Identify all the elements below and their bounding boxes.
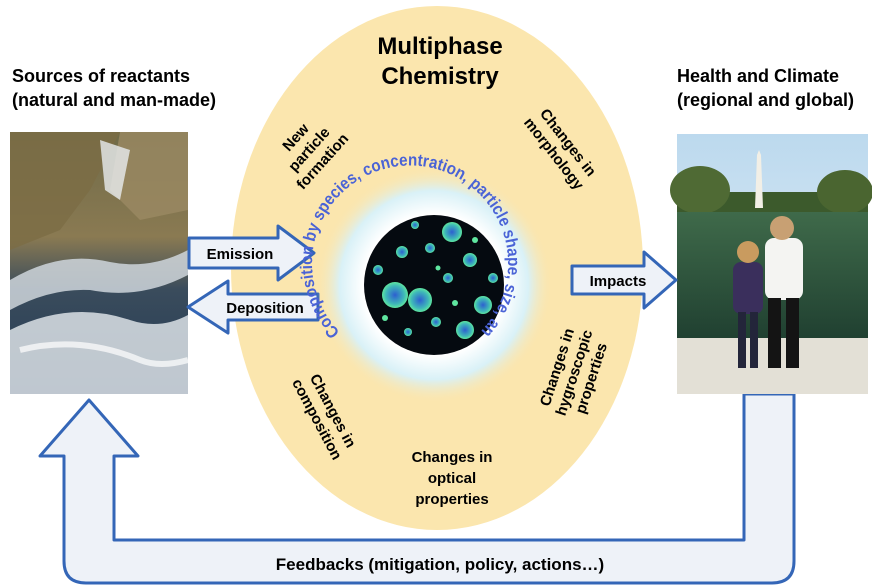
left-heading-line2: (natural and man-made): [12, 90, 216, 110]
deposition-label: Deposition: [226, 300, 304, 317]
emission-label: Emission: [207, 246, 274, 263]
center-title-line1: Multiphase: [377, 33, 502, 60]
impacts-arrow: [570, 250, 678, 310]
emission-arrow: [187, 224, 316, 282]
center-title-line2: Chemistry: [381, 63, 499, 90]
children-reflecting-pool-photo: [670, 134, 872, 394]
right-heading-line1: Health and Climate: [677, 66, 839, 86]
feedback-label: Feedbacks (mitigation, policy, actions…): [276, 555, 604, 574]
optical-line3: properties: [415, 491, 488, 508]
optical-line2: optical: [428, 470, 476, 487]
impacts-label: Impacts: [590, 273, 647, 290]
optical-line1: Changes in: [412, 449, 493, 466]
left-heading-line1: Sources of reactants: [12, 66, 190, 86]
deposition-arrow: [186, 279, 320, 335]
feedback-loop-arrow: [38, 392, 796, 585]
particle-micrograph: [364, 215, 504, 355]
right-heading-line2: (regional and global): [677, 90, 854, 110]
satellite-smoke-image: [10, 132, 189, 394]
